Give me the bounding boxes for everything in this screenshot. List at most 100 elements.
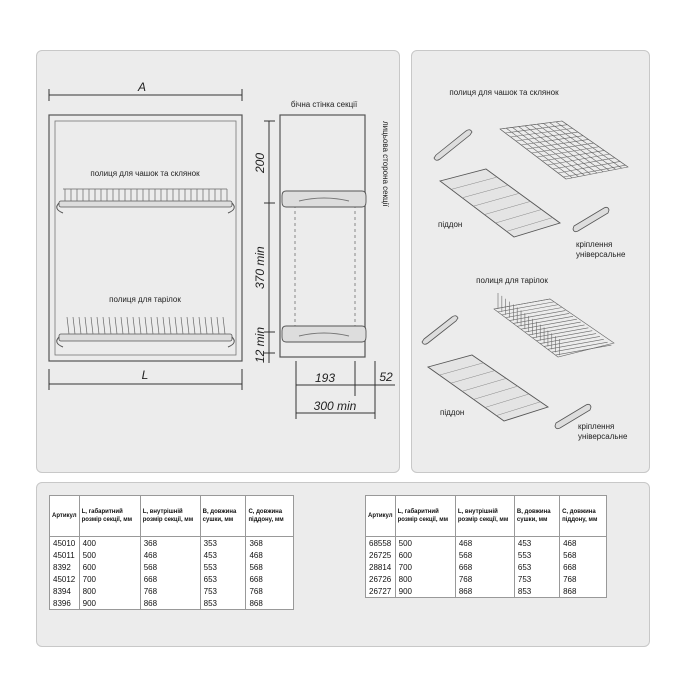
table-cell-b: 653 [513, 561, 561, 573]
table-cell-c: 468 [245, 549, 294, 561]
header-l-inner: L, внутрішній розмір секції, мм [454, 495, 515, 537]
side-wall-label: бічна стінка секції [291, 100, 358, 109]
table-cell-article: 68558 [365, 536, 396, 549]
table-cell-article: 26725 [365, 549, 396, 561]
table-cell-b: 353 [199, 536, 247, 549]
table-cell-inner: 868 [139, 597, 201, 610]
table-cell-l: 600 [78, 561, 141, 573]
spec-table-1: Артикул L, габаритний розмір секції, мм … [49, 495, 294, 610]
cup-shelf-front [56, 188, 235, 214]
table-cell-article: 8396 [49, 597, 80, 610]
table-cell-b: 453 [199, 549, 247, 561]
plate-shelf-label: полиця для тарілок [109, 295, 181, 304]
spec-tables-panel: Артикул L, габаритний розмір секції, мм … [36, 482, 650, 647]
mount-left-bottom [421, 315, 459, 345]
table-cell-b: 753 [513, 573, 561, 585]
table-cell-inner: 668 [139, 573, 201, 585]
table-cell-b: 653 [199, 573, 247, 585]
table-cell-inner: 568 [454, 549, 515, 561]
header-l-size: L, габаритний розмір секції, мм [78, 495, 141, 537]
table-cell-inner: 668 [454, 561, 515, 573]
mount-2 [554, 403, 592, 430]
cabinet-outline [48, 114, 243, 362]
table-cell-inner: 768 [139, 585, 201, 597]
plate-shelf-title: полиця для тарілок [476, 276, 548, 285]
table-cell-article: 8394 [49, 585, 80, 597]
mount-1 [572, 206, 610, 233]
table-cell-c: 868 [559, 585, 607, 598]
parts-drawing: полиця для чашок та склянок піддон кріпл… [421, 88, 629, 441]
table-cell-article: 26727 [365, 585, 396, 598]
tray-1-label: піддон [438, 220, 462, 229]
table-cell-article: 28814 [365, 561, 396, 573]
table-cell-inner: 768 [454, 573, 515, 585]
table-cell-c: 568 [245, 561, 294, 573]
table-cell-inner: 468 [139, 549, 201, 561]
header-c-len: С, довжина піддону, мм [245, 495, 294, 537]
header-b-len: В, довжина сушки, мм [513, 495, 561, 537]
table-cell-article: 45012 [49, 573, 80, 585]
header-article: Артикул [365, 495, 396, 537]
cup-rack [499, 120, 629, 180]
header-l-size: L, габаритний розмір секції, мм [394, 495, 456, 537]
table-cell-c: 468 [559, 536, 607, 549]
table-cell-b: 453 [513, 536, 561, 549]
table-cell-l: 400 [78, 536, 141, 549]
tray-1 [438, 168, 561, 238]
header-b-len: В, довжина сушки, мм [199, 495, 247, 537]
spec-table-2: Артикул L, габаритний розмір секції, мм … [365, 495, 607, 598]
table-cell-l: 500 [394, 536, 456, 549]
table-cell-c: 568 [559, 549, 607, 561]
tray-2-label: піддон [440, 408, 464, 417]
table-cell-b: 553 [513, 549, 561, 561]
parts-panel: полиця для чашок та склянок піддон кріпл… [411, 50, 650, 473]
table-cell-l: 700 [78, 573, 141, 585]
header-article: Артикул [49, 495, 80, 537]
table-header-row: Артикул L, габаритний розмір секції, мм … [365, 495, 607, 537]
mount-left-top [433, 129, 473, 161]
dim-200-label: 200 [253, 153, 267, 174]
cup-shelf-title: полиця для чашок та склянок [449, 88, 559, 97]
plate-rack [493, 293, 615, 358]
table-cell-inner: 568 [139, 561, 201, 573]
table-cell-l: 900 [394, 585, 456, 598]
dim-300-label: 300 min [314, 399, 357, 413]
table-cell-inner: 368 [139, 536, 201, 549]
table-cell-c: 768 [559, 573, 607, 585]
table-cell-b: 553 [199, 561, 247, 573]
dimension-drawing-panel: A полиця для чашок та склянок полиця для… [36, 50, 400, 473]
table-cell-b: 853 [199, 597, 247, 610]
table-cell-c: 668 [245, 573, 294, 585]
cabinet-drawing: A полиця для чашок та склянок полиця для… [48, 80, 395, 419]
table-cell-inner: 468 [454, 536, 515, 549]
table-cell-c: 368 [245, 536, 294, 549]
dim-370-label: 370 min [253, 246, 267, 289]
dim-52-label: 52 [379, 370, 393, 384]
table-cell-article: 45010 [49, 536, 80, 549]
table-cell-l: 700 [394, 561, 456, 573]
dim-a-label: A [137, 80, 146, 94]
dim-193-label: 193 [315, 371, 335, 385]
table-cell-c: 668 [559, 561, 607, 573]
table-cell-inner: 868 [454, 585, 515, 598]
header-l-inner: L, внутрішній розмір секції, мм [139, 495, 201, 537]
header-c-len: С, довжина піддону, мм [559, 495, 607, 537]
side-bracket-bottom [281, 325, 367, 343]
table-cell-article: 8392 [49, 561, 80, 573]
table-cell-l: 800 [78, 585, 141, 597]
plate-shelf-front [56, 316, 235, 348]
table-cell-l: 900 [78, 597, 141, 610]
dim-l-label: L [142, 368, 149, 382]
